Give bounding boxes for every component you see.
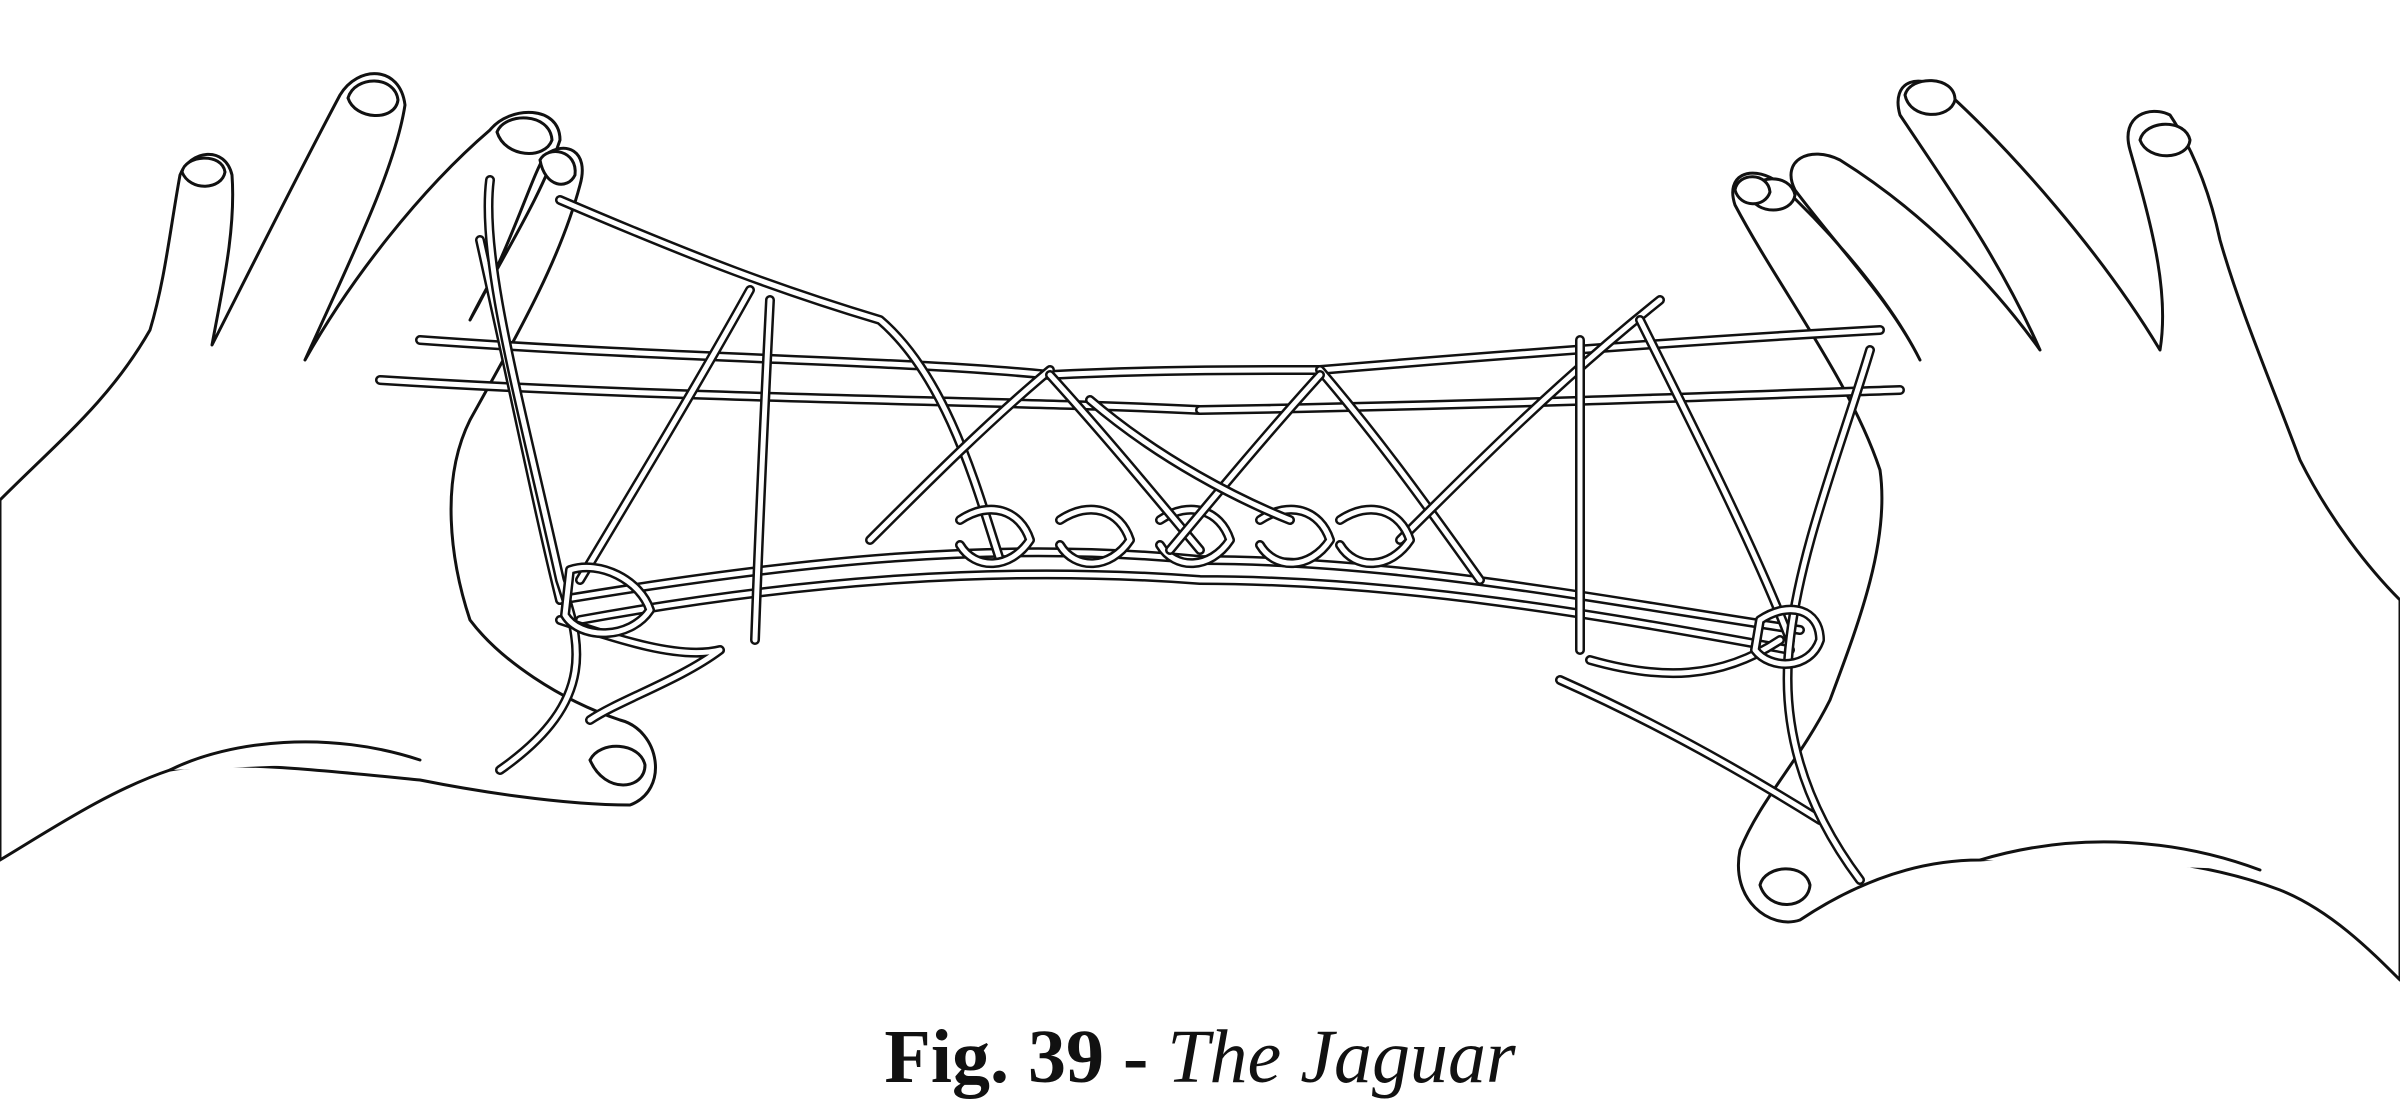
- left-thumb-nail: [588, 744, 647, 787]
- jaguar-string-figure: [0, 72, 2400, 982]
- right-wrist-line: [1978, 840, 2262, 872]
- left-index-nail: [180, 156, 227, 188]
- right-pinky-nail: [1733, 175, 1772, 206]
- figure-caption: Fig. 39 - The Jaguar: [0, 1012, 2400, 1102]
- left-hand: [0, 72, 657, 862]
- left-pinky-nail: [538, 150, 577, 186]
- figure-title: The Jaguar: [1167, 1015, 1516, 1099]
- right-middle-nail: [1903, 79, 1957, 116]
- string-loops: [375, 175, 1905, 885]
- string-figure-illustration: [0, 72, 2400, 982]
- right-thumb-nail: [1758, 867, 1812, 906]
- left-ring-nail: [495, 116, 554, 155]
- right-hand: [1731, 79, 2400, 982]
- right-index-nail: [2138, 122, 2192, 158]
- left-middle-nail: [346, 79, 400, 117]
- left-wrist-line: [168, 740, 422, 772]
- figure-number: Fig. 39 -: [884, 1015, 1149, 1099]
- right-hand-outline: [1731, 79, 2400, 982]
